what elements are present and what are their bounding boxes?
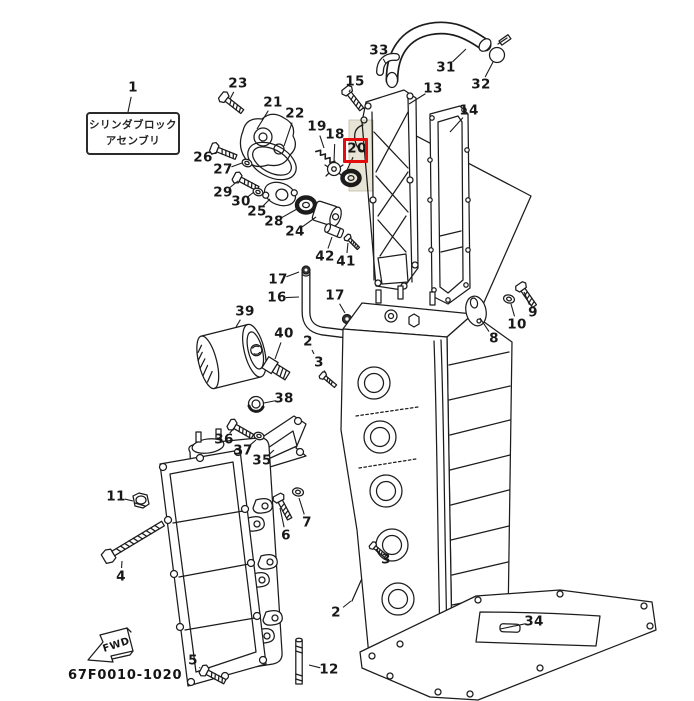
callout-35[interactable]: 35 <box>252 452 272 469</box>
callout-29[interactable]: 29 <box>213 184 233 201</box>
bolt-26 <box>209 141 239 162</box>
callout-10[interactable]: 10 <box>507 316 527 333</box>
highlight-strip <box>349 120 373 191</box>
callout-33[interactable]: 33 <box>369 42 389 59</box>
base-gasket-34 <box>360 590 656 700</box>
washer-30 <box>252 187 264 197</box>
bolt-41 <box>343 233 361 251</box>
callout-3[interactable]: 3 <box>314 354 324 371</box>
callout-19[interactable]: 19 <box>307 118 327 135</box>
callout-42[interactable]: 42 <box>315 248 335 265</box>
highlight-box-20[interactable] <box>343 138 368 163</box>
breather-tube-16 <box>302 270 346 334</box>
gasket-22 <box>242 135 303 188</box>
callout-17[interactable]: 17 <box>268 271 288 288</box>
plug-11 <box>133 493 149 508</box>
callout-4[interactable]: 4 <box>116 568 126 585</box>
bolt-15 <box>340 84 366 113</box>
bolt-23 <box>217 90 246 116</box>
callout-7[interactable]: 7 <box>302 514 312 531</box>
callout-12[interactable]: 12 <box>319 661 339 678</box>
hose-clamp-32 <box>490 35 511 63</box>
pin-42 <box>324 223 345 238</box>
drawing-code: 67F0010-1020 <box>68 668 183 683</box>
cylinder-head <box>160 429 283 686</box>
cylinder-block <box>341 286 512 672</box>
callout-24[interactable]: 24 <box>285 223 305 240</box>
grommet-38 <box>249 397 264 412</box>
callout-6[interactable]: 6 <box>281 527 291 544</box>
oil-filter-39 <box>193 322 271 391</box>
callout-18[interactable]: 18 <box>325 126 345 143</box>
callout-37[interactable]: 37 <box>233 442 253 459</box>
callout-9[interactable]: 9 <box>528 304 538 321</box>
clamp-17a <box>302 266 310 274</box>
callout-11[interactable]: 11 <box>106 488 126 505</box>
callout-40[interactable]: 40 <box>274 325 294 342</box>
callout-14[interactable]: 14 <box>459 102 479 119</box>
callout-34[interactable]: 34 <box>524 613 544 630</box>
washer-37 <box>253 431 265 441</box>
assembly-label-box: シリンダブロック アセンブリ <box>86 112 180 155</box>
bolt-5 <box>198 664 227 687</box>
callout-16[interactable]: 16 <box>267 289 287 306</box>
bolt-3a <box>318 371 338 390</box>
callout-5[interactable]: 5 <box>188 652 198 669</box>
valve-18 <box>325 163 343 177</box>
callout-27[interactable]: 27 <box>213 161 233 178</box>
stud-12 <box>296 638 302 684</box>
callout-32[interactable]: 32 <box>471 76 491 93</box>
callout-25[interactable]: 25 <box>247 203 267 220</box>
callout-21[interactable]: 21 <box>263 94 283 111</box>
bolt-36 <box>226 418 255 442</box>
callout-39[interactable]: 39 <box>235 303 255 320</box>
plate-14 <box>428 106 470 304</box>
washer-27 <box>241 158 253 168</box>
washer-7 <box>292 487 304 497</box>
callout-30[interactable]: 30 <box>231 193 251 210</box>
assembly-label-line1: シリンダブロック <box>89 119 177 131</box>
callout-26[interactable]: 26 <box>193 149 213 166</box>
callout-1[interactable]: 1 <box>128 79 138 96</box>
callout-38[interactable]: 38 <box>274 390 294 407</box>
callout-20[interactable]: 20 <box>347 140 367 157</box>
spring-19 <box>316 148 337 166</box>
seal-28 <box>297 198 315 213</box>
callout-23[interactable]: 23 <box>228 75 248 92</box>
callout-28[interactable]: 28 <box>264 213 284 230</box>
assembly-label-line2: アセンブリ <box>105 134 161 147</box>
callout-17[interactable]: 17 <box>325 287 345 304</box>
bolt-4-long <box>100 518 166 566</box>
callout-22[interactable]: 22 <box>285 105 305 122</box>
callout-2[interactable]: 2 <box>331 604 341 621</box>
callout-13[interactable]: 13 <box>423 80 443 97</box>
callout-31[interactable]: 31 <box>436 59 456 76</box>
housing-25 <box>261 178 299 210</box>
fwd-arrow: FWD <box>88 628 133 662</box>
callout-8[interactable]: 8 <box>489 330 499 347</box>
fitting-40 <box>262 357 291 382</box>
callout-3[interactable]: 3 <box>381 551 391 568</box>
bolt-6 <box>272 492 295 521</box>
callout-15[interactable]: 15 <box>345 73 365 90</box>
callout-2[interactable]: 2 <box>303 333 313 350</box>
washer-10 <box>503 294 516 305</box>
callout-36[interactable]: 36 <box>214 431 234 448</box>
callout-41[interactable]: 41 <box>336 253 356 270</box>
plug-24 <box>312 200 344 227</box>
anode-plate-8 <box>463 294 489 328</box>
